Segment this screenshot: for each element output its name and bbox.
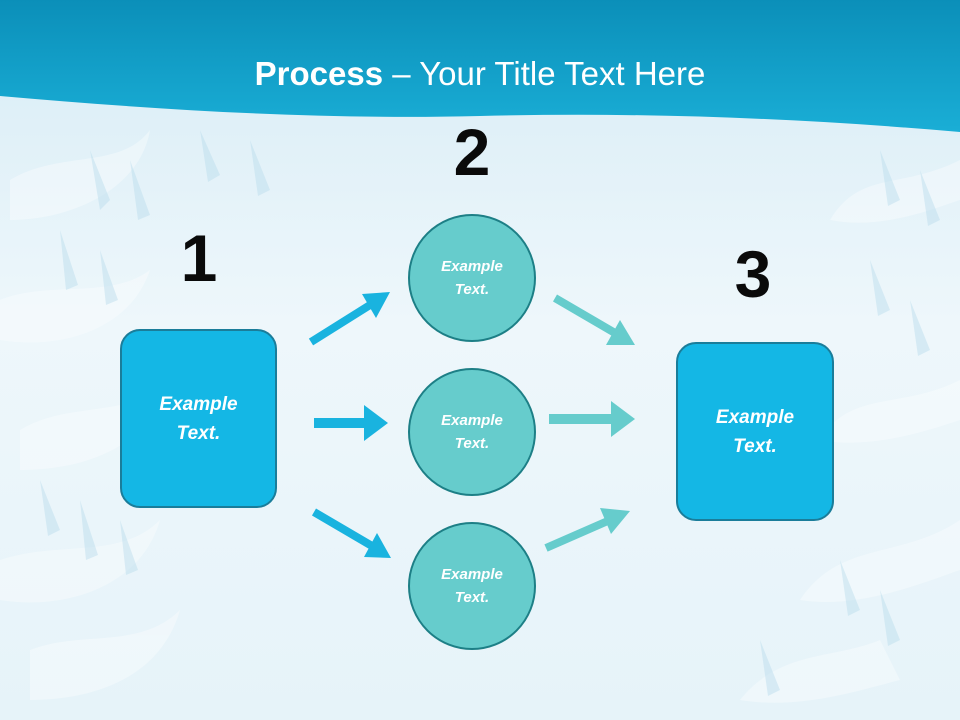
slide-title: Process – Your Title Text Here (0, 52, 960, 96)
arrow-from-bottom-circle (544, 508, 630, 552)
title-bold: Process (254, 55, 384, 92)
leaf-pattern-right (740, 160, 960, 703)
title-regular: – Your Title Text Here (383, 55, 706, 92)
circle-bottom-label: Example Text. (441, 566, 503, 606)
arrow-from-top-circle (552, 294, 635, 345)
leaf-pattern-left-2 (40, 130, 270, 575)
start-box-label: Example Text. (159, 393, 238, 444)
arrow-to-bottom-circle (311, 508, 391, 558)
circle-top: Example Text. (408, 214, 536, 342)
step-number-3: 3 (734, 237, 772, 311)
circle-top-label: Example Text. (441, 258, 503, 298)
arrow-to-top-circle (308, 292, 390, 346)
circle-middle: Example Text. (408, 368, 536, 496)
end-box-label: Example Text. (715, 406, 795, 457)
arrow-from-middle-circle (549, 401, 635, 437)
start-box: Example Text. (120, 329, 277, 508)
step-number-1: 1 (180, 221, 218, 295)
circle-middle-label: Example Text. (441, 412, 503, 452)
leaf-pattern-right-2 (760, 150, 940, 696)
step-number-2: 2 (453, 115, 491, 189)
header-wave-band (0, 0, 960, 132)
end-box: Example Text. (676, 342, 834, 521)
circle-bottom: Example Text. (408, 522, 536, 650)
arrow-to-middle-circle (314, 405, 388, 441)
